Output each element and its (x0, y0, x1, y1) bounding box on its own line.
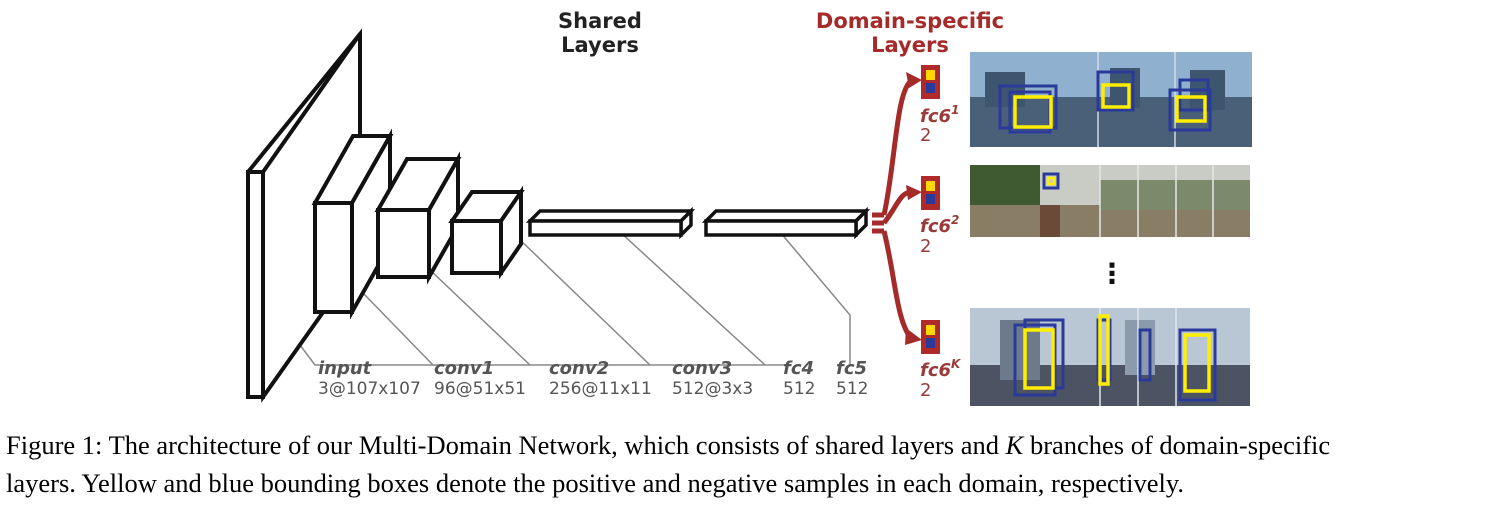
layer-dim-conv1: 96@51x51 (434, 379, 526, 399)
leader-conv1 (359, 289, 530, 366)
leader-conv3 (514, 234, 765, 366)
branch-connectors (872, 77, 915, 342)
layer-name-conv3: conv3 (672, 358, 732, 379)
branch-name-2: fc62 (920, 213, 959, 237)
leader-fc5 (779, 231, 851, 365)
layer-dim-fc5: 512 (836, 379, 868, 399)
more-domains-ellipsis: ⋮ (1098, 257, 1126, 290)
branch-dim-1: 2 (920, 125, 931, 146)
input-layer-block (245, 28, 362, 403)
conv1-block (311, 128, 394, 320)
layer-name-fc4: fc4 (783, 358, 814, 379)
domain-layers-header-line2: Layers (871, 33, 949, 57)
fc6-unit-icon-1 (921, 65, 940, 99)
domain-layers-header-line1: Domain-specific (816, 9, 1004, 33)
conv2-block (374, 151, 462, 285)
shared-layers-header-line1: Shared (558, 9, 642, 33)
conv3-block (448, 185, 525, 280)
branch-arrowheads (905, 72, 922, 345)
branch-name-1: fc61 (920, 103, 959, 127)
architecture-diagram: Shared Layers Domain-specific Layers (245, 9, 1252, 406)
branch-dim-2: 2 (920, 236, 931, 257)
domain-2-image-strip (970, 165, 1250, 237)
layer-dim-conv2: 256@11x11 (549, 379, 652, 399)
branch-dim-k: 2 (920, 380, 931, 401)
layer-dim-conv3: 512@3x3 (672, 379, 753, 399)
layer-name-conv1: conv1 (434, 358, 494, 379)
leader-input (299, 344, 433, 366)
layer-name-conv2: conv2 (549, 358, 609, 379)
branch-name-k: fc6K (920, 357, 962, 381)
layer-name-input: input (318, 358, 373, 379)
fc5-block (701, 206, 871, 240)
layer-dim-input: 3@107x107 (318, 379, 421, 399)
figure-caption: Figure 1: The architecture of our Multi-… (6, 426, 1500, 502)
fc6-unit-icon-k (921, 320, 940, 354)
caption-line-2: layers. Yellow and blue bounding boxes d… (6, 468, 1184, 498)
fc6-unit-icon-2 (921, 176, 940, 210)
layer-dim-fc4: 512 (783, 379, 815, 399)
leader-conv2 (429, 269, 650, 366)
shared-layers-header-line2: Layers (561, 33, 639, 57)
fc4-block (525, 206, 696, 240)
layer-name-fc5: fc5 (836, 358, 867, 379)
caption-line-1: Figure 1: The architecture of our Multi-… (6, 430, 1331, 460)
leader-fc4 (619, 231, 790, 366)
domain-k-image-strip (970, 308, 1250, 406)
leader-lines (299, 231, 851, 366)
domain-1-image-strip (970, 52, 1252, 147)
